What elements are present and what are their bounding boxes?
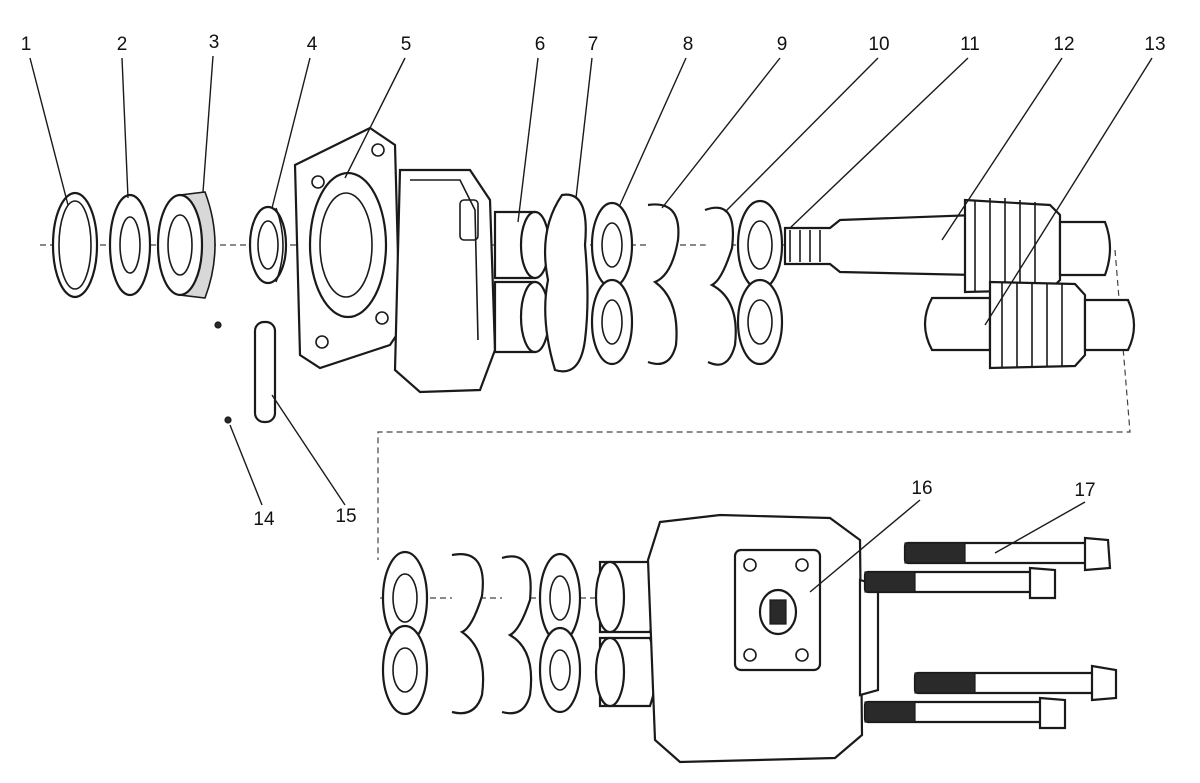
- callout-11: 11: [960, 34, 980, 55]
- part-13-driven-gear: [923, 280, 1136, 370]
- rear-backup-seal: [501, 555, 533, 715]
- part-4-oil-seal: [248, 205, 288, 285]
- callout-16: 16: [911, 478, 932, 499]
- rear-gasket: [538, 552, 582, 714]
- part-8-wear-plate: [590, 201, 634, 366]
- part-1-snap-ring: [51, 191, 99, 299]
- part-11-seal-plate: [736, 199, 784, 366]
- part-9-seal: [647, 203, 680, 366]
- part-2-washer: [108, 193, 152, 297]
- callout-12: 12: [1053, 34, 1074, 55]
- callout-14: 14: [253, 509, 275, 530]
- part-14-pin: [214, 321, 232, 424]
- leader-lines: [29, 55, 1153, 593]
- rear-wear-plate: [381, 550, 429, 716]
- part-3-bearing: [156, 191, 216, 299]
- part-17-bolts: [863, 536, 1118, 730]
- callout-13: 13: [1144, 34, 1165, 55]
- rear-seal: [451, 553, 485, 715]
- part-12-drive-gear-shaft: [783, 198, 1112, 294]
- callout-7: 7: [588, 34, 599, 55]
- callout-2: 2: [117, 34, 128, 55]
- callout-9: 9: [777, 34, 788, 55]
- part-10-backup-seal: [704, 206, 737, 366]
- callout-5: 5: [401, 34, 412, 55]
- callout-labels: 1 2 3 4 5 6 7 8 9 10 11 12 13 14 15 16 1…: [21, 32, 1166, 530]
- callout-3: 3: [209, 32, 220, 53]
- callout-8: 8: [683, 34, 694, 55]
- callout-15: 15: [335, 506, 356, 527]
- part-7-gasket: [543, 193, 589, 373]
- part-6-bushings: [493, 210, 551, 354]
- rear-needle-bearings: [594, 560, 658, 708]
- callout-17: 17: [1074, 480, 1095, 501]
- part-15-dowel: [253, 320, 277, 424]
- callout-4: 4: [307, 34, 318, 55]
- callout-10: 10: [868, 34, 889, 55]
- part-5-front-housing: [293, 126, 497, 394]
- part-16-rear-cover: [646, 513, 880, 764]
- callout-1: 1: [21, 34, 32, 55]
- callout-6: 6: [535, 34, 546, 55]
